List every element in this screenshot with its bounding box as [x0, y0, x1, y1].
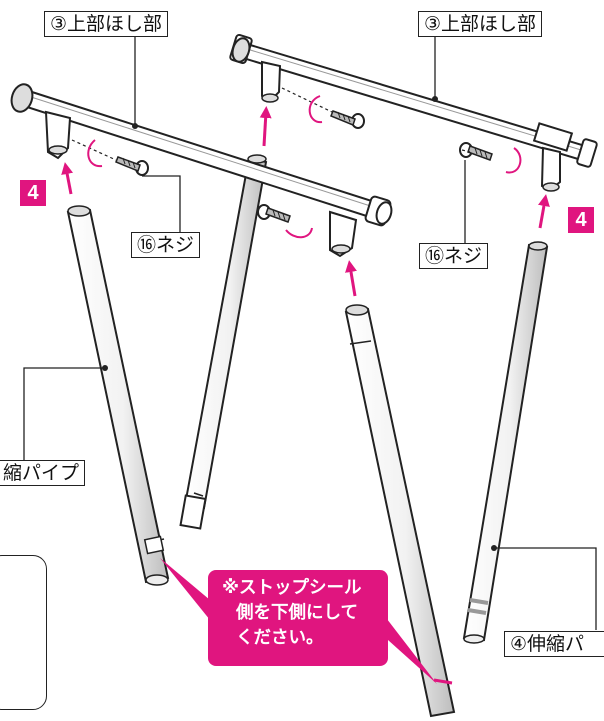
- screw-icon: [257, 204, 291, 223]
- detail-inset-box: [0, 555, 47, 710]
- stop-seal-note: ※ストップシール 側を下側にして ください。: [208, 570, 388, 666]
- top-bar-label-right: ③上部ほし部: [418, 11, 543, 37]
- leader-lines: [23, 35, 597, 630]
- note-line-2: 側を下側にして: [236, 603, 358, 623]
- note-pointer: [160, 558, 437, 684]
- screw-label-right: ⑯ネジ: [419, 243, 489, 269]
- step-number-badge-left: 4: [20, 180, 46, 206]
- top-bar-front: [10, 83, 393, 258]
- note-line-1: ※ストップシール: [222, 578, 362, 598]
- step-number-badge-right: 4: [568, 207, 594, 233]
- insertion-guides: [71, 87, 471, 161]
- pipe-label-left: 縮パイプ: [0, 460, 86, 486]
- pipe-front-right: [344, 304, 456, 718]
- screw-icon: [115, 156, 149, 176]
- note-line-3: ください。: [236, 628, 324, 648]
- pipe-back-right: [462, 241, 549, 644]
- pipe-front-left: [66, 205, 170, 586]
- rotate-arrow-icon: [87, 95, 522, 239]
- screw-label-left: ⑯ネジ: [131, 232, 201, 258]
- top-bar-label-left: ③上部ほし部: [44, 11, 169, 37]
- screw-icon: [330, 110, 365, 129]
- screw-icon: [459, 142, 493, 161]
- pipe-label-right: ④伸縮パ: [504, 631, 604, 657]
- pipe-back-left: [179, 154, 268, 530]
- insert-arrow-icon: [61, 106, 550, 297]
- top-bar-back: [229, 33, 598, 192]
